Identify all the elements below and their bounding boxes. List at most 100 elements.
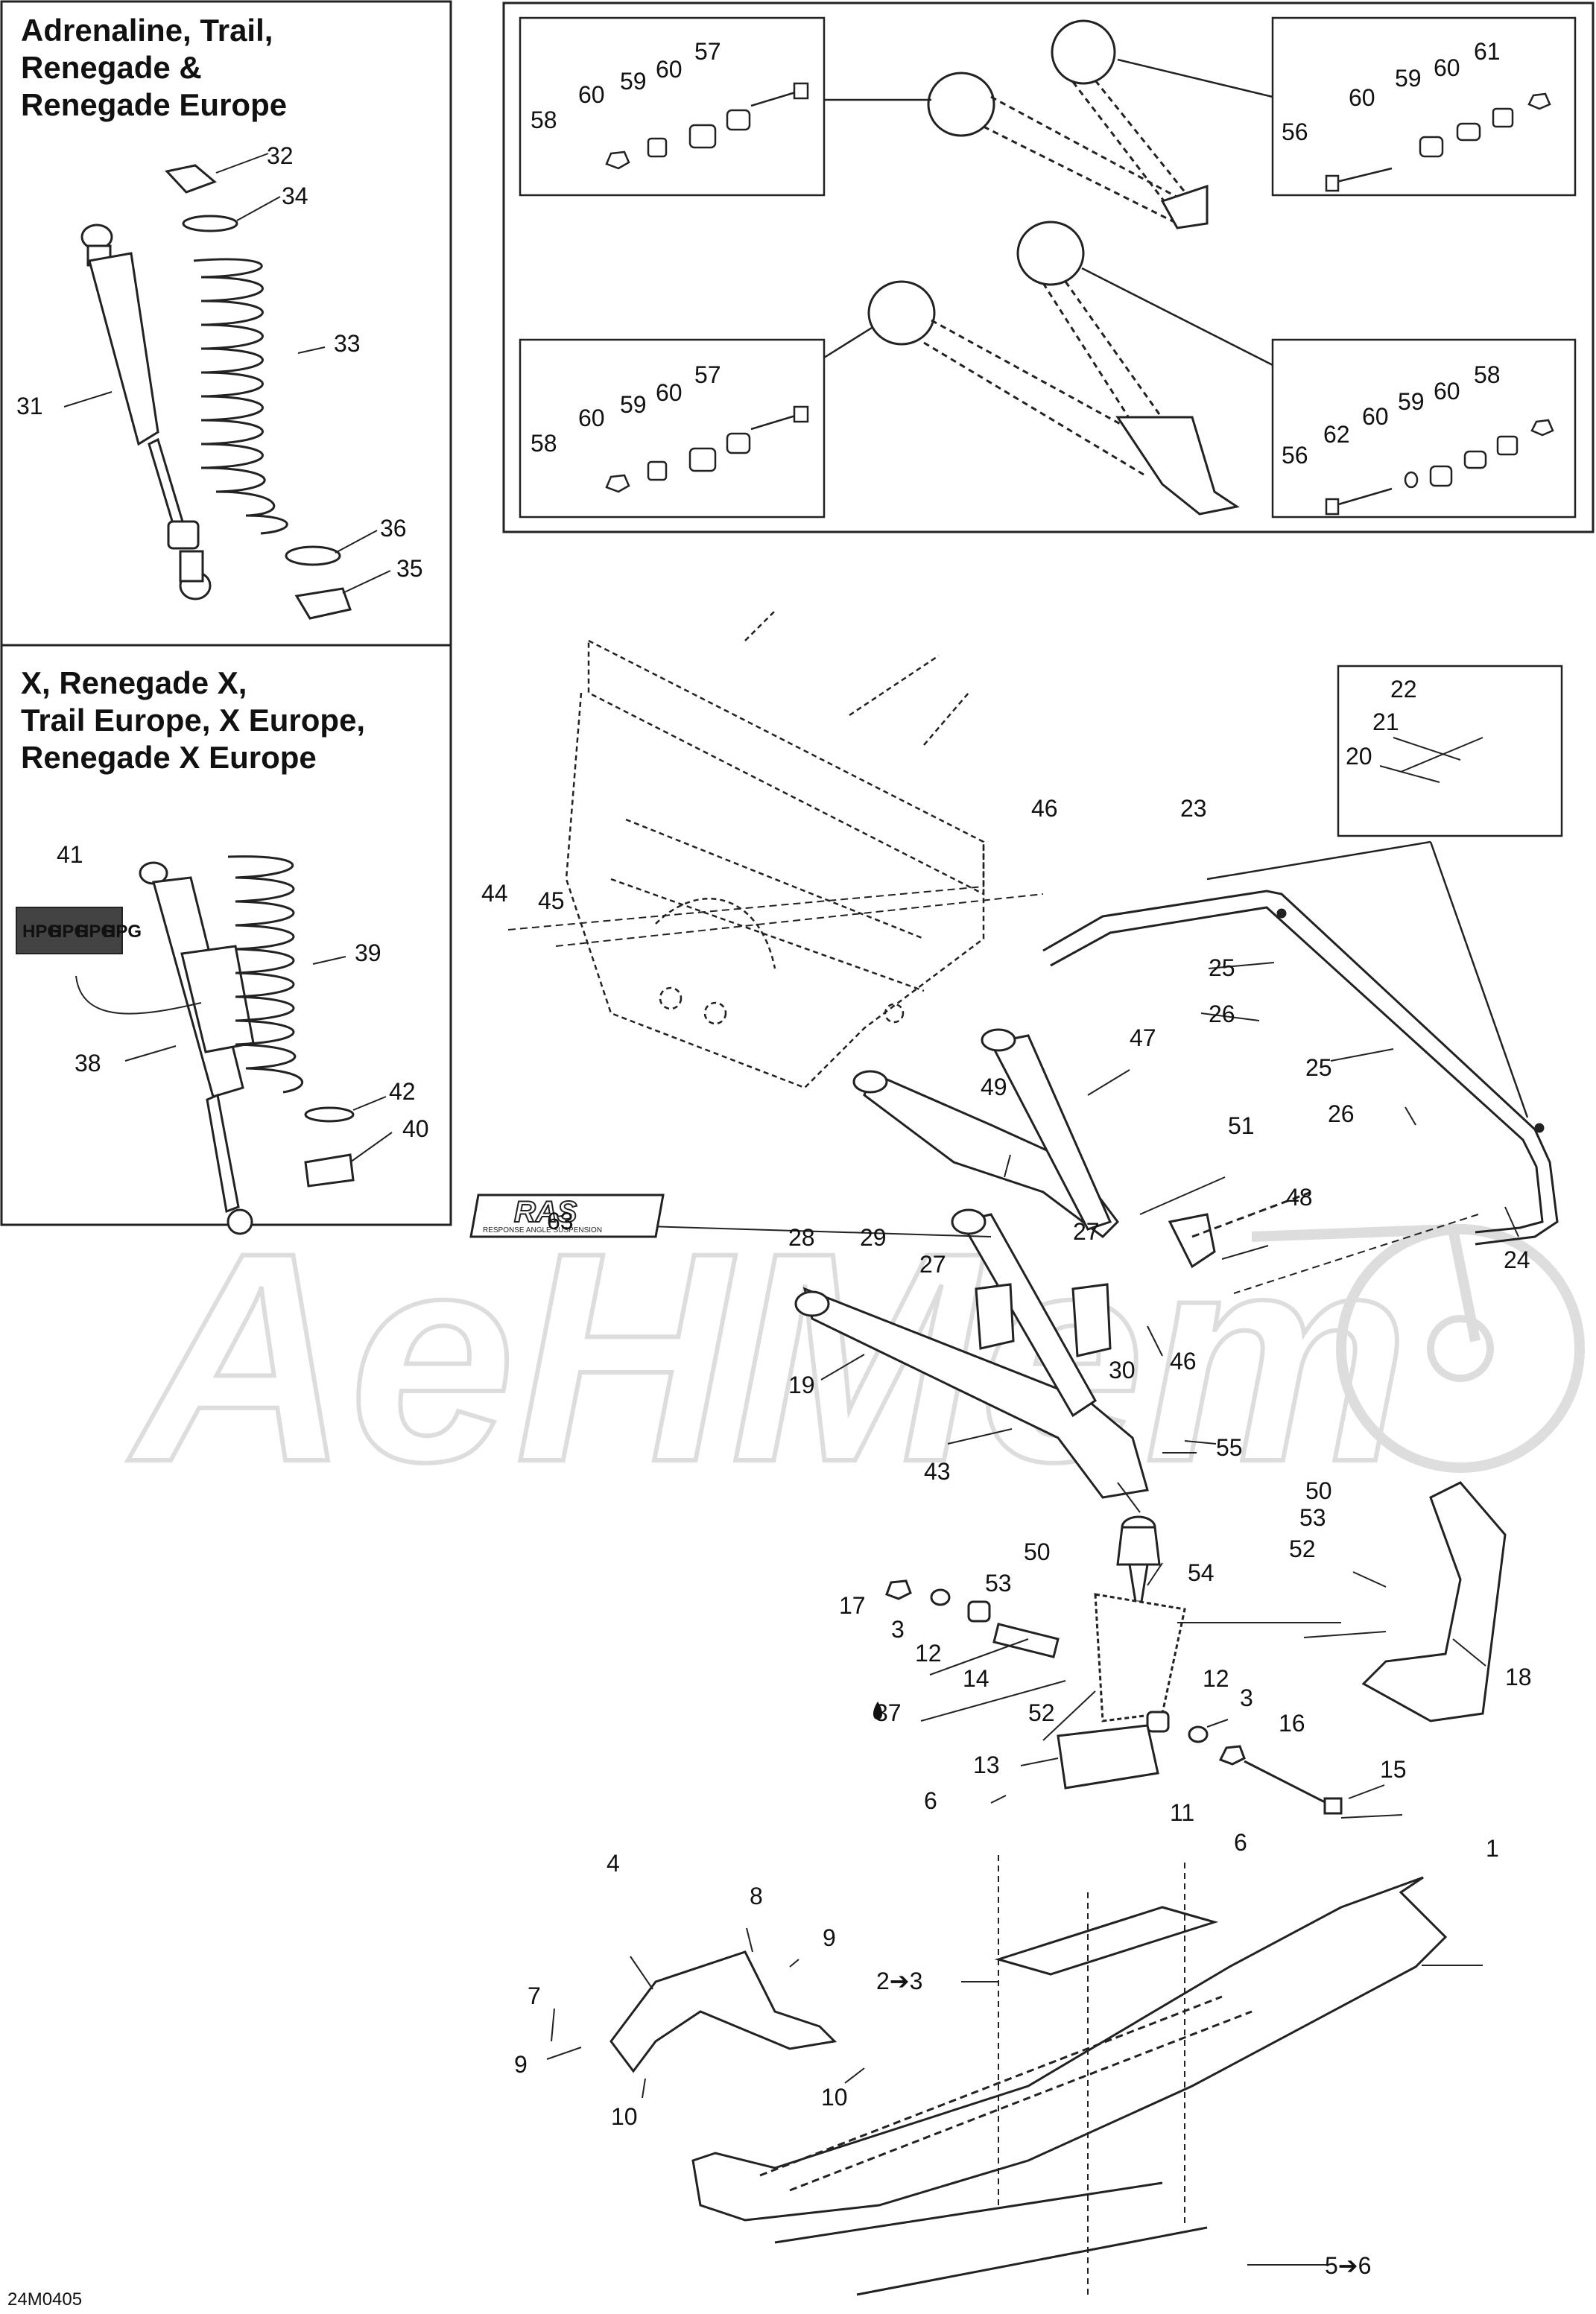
panel-title-line: Adrenaline, Trail, [21,13,273,48]
callout-6: 6 [1234,1829,1247,1856]
watermark-text: AeHMem [125,1191,1410,1524]
callout-11: 11 [1170,1799,1194,1826]
callout-59: 59 [1398,388,1425,415]
callout-51: 51 [1228,1112,1255,1139]
spring-33 [193,258,288,535]
callouts: 32 3 4 33 31 36 35 41 3 9 38 42 40 58 60 5… [7,38,1532,2310]
svg-text:HPG: HPG [49,922,88,942]
spring-39 [227,855,304,1094]
callout-48: 48 [1286,1184,1313,1211]
callout-38: 38 [75,1050,101,1077]
upper-a-arm-detail [927,19,1209,229]
callout-36: 36 [380,515,407,542]
callout-18: 18 [1505,1664,1532,1690]
callout-43: 43 [924,1458,951,1485]
lower-a-arm-detail [867,221,1240,516]
callout-3: 3 [1240,1684,1253,1711]
callout-14: 14 [963,1665,989,1692]
callout-28: 28 [788,1224,815,1251]
ras-logo: RAS RESPONSE ANGLE SUSPENSION [469,1194,665,1238]
callout-46: 46 [1031,795,1058,822]
callout-35: 35 [396,555,423,582]
detail-box-upper-right [1271,16,1577,197]
callout-10: 10 [611,2103,638,2130]
callout-23: 23 [1180,795,1207,822]
callout-31: 31 [16,393,43,419]
callout-22: 22 [1390,676,1417,703]
chassis-frame [565,610,985,1089]
callout-27: 27 [919,1251,946,1278]
callout-6: 6 [924,1787,937,1814]
callout-60: 60 [656,56,683,83]
callout-25: 25 [1305,1054,1332,1081]
detail-box-upper-left [519,16,826,197]
callout-49: 49 [981,1074,1007,1100]
callout-41: 41 [57,841,83,868]
ras-logo-tagline: RESPONSE ANGLE SUSPENSION [483,1226,602,1234]
callout-3: 3 [891,1616,905,1643]
panel-frame-a-arms [502,1,1595,533]
callout-9: 9 [514,2051,528,2078]
detail-box-lower-right [1271,338,1577,519]
callout-19: 19 [788,1372,815,1398]
callout-63: 63 [547,1208,574,1234]
callout-30: 30 [1109,1357,1136,1383]
panel-title-line: Renegade & [21,50,202,85]
detail-box-lower-left [519,338,826,519]
callout-53: 53 [1299,1504,1326,1531]
panel-title-line: Renegade Europe [21,87,288,122]
callout-33: 33 [334,330,361,357]
callout-60: 60 [1362,403,1389,430]
panel-title-x-models: X, Renegade X, Trail Europe, X Europe, R… [21,665,365,776]
pivot-hardware [885,1579,1343,1815]
callout-12: 12 [1203,1665,1229,1692]
callout-1: 1 [1486,1835,1499,1862]
panel-title-standard: Adrenaline, Trail, Renegade & Renegade E… [21,12,287,124]
callout-32: 32 [267,142,294,169]
callout-25: 25 [1209,954,1235,981]
spindle-cover-18 [1361,1481,1507,1722]
ball-joint-54 [1116,1515,1161,1603]
panel-title-line: Trail Europe, X Europe, [21,703,366,738]
callout-29: 29 [860,1224,887,1251]
callout-59: 59 [620,68,647,95]
callout-45: 45 [538,887,565,914]
bumpers-27 [975,1283,1112,1357]
hpg-text: HPG [22,922,61,942]
panel-title-line: Renegade X Europe [21,740,317,775]
callout-60: 60 [578,81,605,108]
callout-16: 16 [1279,1710,1305,1737]
callout-15: 15 [1380,1756,1407,1783]
callout-52: 52 [1289,1535,1316,1562]
callout-60: 60 [1434,378,1460,405]
callout-13: 13 [973,1752,1000,1778]
callout-21: 21 [1372,709,1399,735]
callout-60: 60 [656,379,683,406]
callout-26: 26 [1328,1100,1355,1127]
ski-plate [994,1906,1219,1976]
callout-40: 40 [402,1115,429,1142]
callout-60: 60 [1349,84,1375,111]
panel-title-line: X, Renegade X, [21,665,247,700]
callout-58: 58 [531,430,557,457]
spindle-52 [1094,1593,1186,1722]
detail-box-connectors [823,58,1273,367]
detail-box-bracket [1337,665,1563,837]
callout-17: 17 [839,1592,866,1619]
shock-absorber-38 [139,861,255,1235]
diagram-code: 24M0405 [7,2289,82,2310]
callout-60: 60 [578,405,605,431]
ski-handle-4 [609,1950,837,2073]
callout-4: 4 [607,1850,620,1877]
spindle-link-48 [1168,1191,1312,1269]
callout-5-6: 5➔6 [1325,2252,1371,2279]
spring-seat-parts [165,164,352,620]
ski-1 [691,1876,1448,2296]
callout-2-3: 2➔3 [876,1968,922,1994]
lower-mount-parts [304,1106,355,1188]
callout-47: 47 [1130,1024,1156,1051]
callout-57: 57 [694,361,721,388]
callout-58: 58 [1474,361,1501,388]
callout-42: 42 [389,1078,416,1105]
